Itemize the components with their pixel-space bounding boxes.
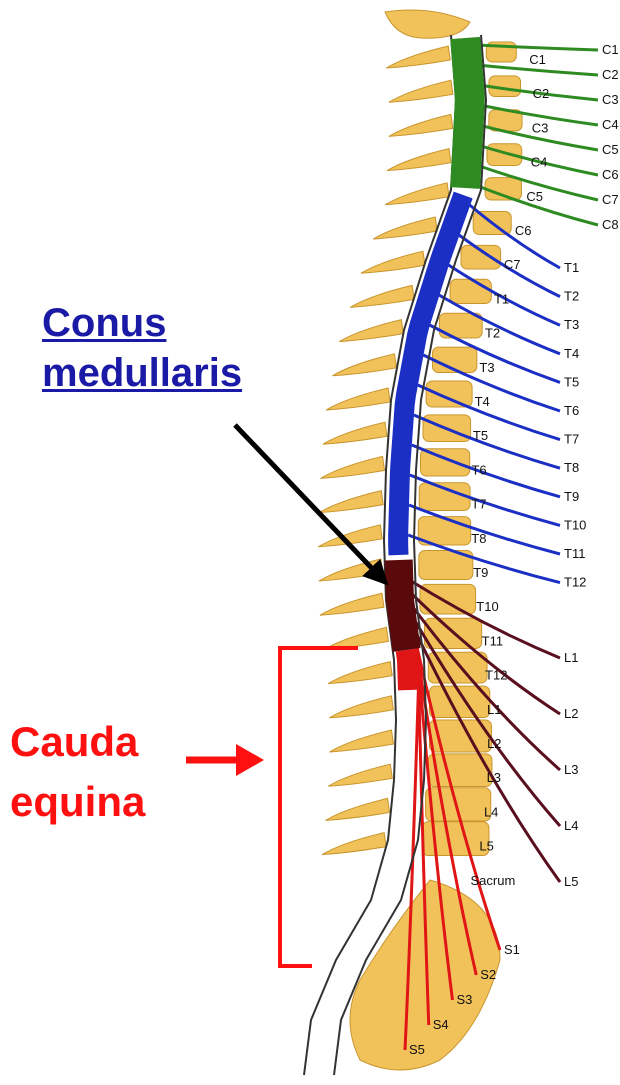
- nerve-label-c4: C4: [602, 117, 619, 132]
- cauda-label-line1: Cauda: [10, 712, 145, 772]
- nerve-label-t8: T8: [564, 460, 579, 475]
- vertebra-label-t12: T12: [485, 668, 507, 683]
- nerve-label-l3: L3: [564, 762, 578, 777]
- nerve-label-c8: C8: [602, 217, 619, 232]
- vertebra-label-t3: T3: [479, 360, 494, 375]
- spinous-process: [329, 696, 393, 718]
- spinous-process: [328, 662, 392, 684]
- nerve-label-l2: L2: [564, 706, 578, 721]
- vertebral-body: [426, 381, 472, 407]
- vertebra-label-t9: T9: [473, 565, 488, 580]
- vertebra-label-sacrum: Sacrum: [471, 873, 516, 888]
- spinous-process: [328, 764, 392, 786]
- cauda-label-line2: equina: [10, 772, 145, 832]
- nerve-label-c5: C5: [602, 142, 619, 157]
- sacral-cord-segment: [407, 650, 409, 690]
- nerve-label-t7: T7: [564, 432, 579, 447]
- vertebra-label-c1: C1: [529, 52, 546, 67]
- vertebra-label-t2: T2: [485, 326, 500, 341]
- spinous-process: [332, 354, 396, 376]
- vertebra-label-t11: T11: [482, 633, 503, 648]
- vertebra-label-t1: T1: [494, 291, 509, 306]
- cauda-equina-bracket: [280, 648, 358, 966]
- spinous-process: [326, 388, 390, 410]
- spinous-process: [373, 217, 437, 239]
- vertebra-label-t10: T10: [476, 599, 498, 614]
- conus-label-line1: Conus: [42, 298, 242, 348]
- nerve-label-s5: S5: [409, 1042, 425, 1057]
- nerve-label-t2: T2: [564, 289, 579, 304]
- nerve-label-t5: T5: [564, 374, 579, 389]
- spinous-process: [320, 593, 384, 615]
- vertebra-label-c6: C6: [515, 223, 532, 238]
- spinous-process: [387, 149, 451, 171]
- spinous-process: [386, 46, 450, 68]
- nerve-label-t9: T9: [564, 489, 579, 504]
- nerve-label-t6: T6: [564, 403, 579, 418]
- conus-medullaris-segment: [399, 560, 407, 650]
- nerve-label-s1: S1: [504, 942, 520, 957]
- vertebra-label-t7: T7: [471, 497, 486, 512]
- vertebra-label-l2: L2: [487, 736, 501, 751]
- nerve-label-l5: L5: [564, 874, 578, 889]
- nerve-label-t11: T11: [564, 546, 585, 561]
- conus-medullaris-label: Conus medullaris: [42, 298, 242, 398]
- nerve-label-c3: C3: [602, 92, 619, 107]
- cauda-arrow-head: [236, 744, 264, 776]
- spinous-process: [322, 833, 386, 855]
- nerve-label-c1: C1: [602, 42, 619, 57]
- spinous-process: [329, 730, 393, 752]
- nerve-label-l4: L4: [564, 818, 578, 833]
- spinous-process: [321, 456, 385, 478]
- vertebra-label-t8: T8: [471, 531, 486, 546]
- spinous-process: [323, 422, 387, 444]
- nerve-label-c6: C6: [602, 167, 619, 182]
- nerve-label-c7: C7: [602, 192, 619, 207]
- vertebra-label-c4: C4: [531, 155, 548, 170]
- vertebra-label-c3: C3: [532, 120, 549, 135]
- spinous-process: [326, 798, 390, 820]
- spinous-process: [319, 491, 383, 513]
- spinous-process: [339, 320, 403, 342]
- nerve-label-t10: T10: [564, 517, 586, 532]
- vertebra-label-t4: T4: [475, 394, 490, 409]
- nerve-label-s4: S4: [433, 1017, 449, 1032]
- vertebra-label-t6: T6: [471, 462, 486, 477]
- vertebra-label-l1: L1: [487, 702, 501, 717]
- vertebral-body: [450, 279, 491, 303]
- spinous-process: [361, 251, 425, 273]
- cervical-cord-segment: [465, 38, 470, 188]
- vertebra-label-c5: C5: [526, 189, 543, 204]
- vertebra-label-c7: C7: [504, 257, 521, 272]
- vertebra-label-l5: L5: [479, 839, 493, 854]
- vertebra-label-l3: L3: [487, 770, 501, 785]
- cauda-equina-label: Cauda equina: [10, 712, 145, 832]
- nerve-label-s3: S3: [457, 992, 473, 1007]
- nerve-label-c2: C2: [602, 67, 619, 82]
- nerve-label-t12: T12: [564, 575, 586, 590]
- nerve-label-t1: T1: [564, 260, 579, 275]
- nerve-label-l1: L1: [564, 650, 578, 665]
- spinous-process: [350, 285, 414, 307]
- nerve-label-t4: T4: [564, 346, 579, 361]
- nerve-label-s2: S2: [480, 967, 496, 982]
- conus-label-line2: medullaris: [42, 348, 242, 398]
- nerve-label-t3: T3: [564, 317, 579, 332]
- vertebra-label-t5: T5: [473, 428, 488, 443]
- vertebra-label-c2: C2: [533, 86, 550, 101]
- spinous-process: [385, 183, 449, 205]
- spinous-process: [389, 80, 453, 102]
- vertebra-label-l4: L4: [484, 804, 498, 819]
- atlas-vertebra: [385, 10, 470, 38]
- spinous-process: [389, 114, 453, 136]
